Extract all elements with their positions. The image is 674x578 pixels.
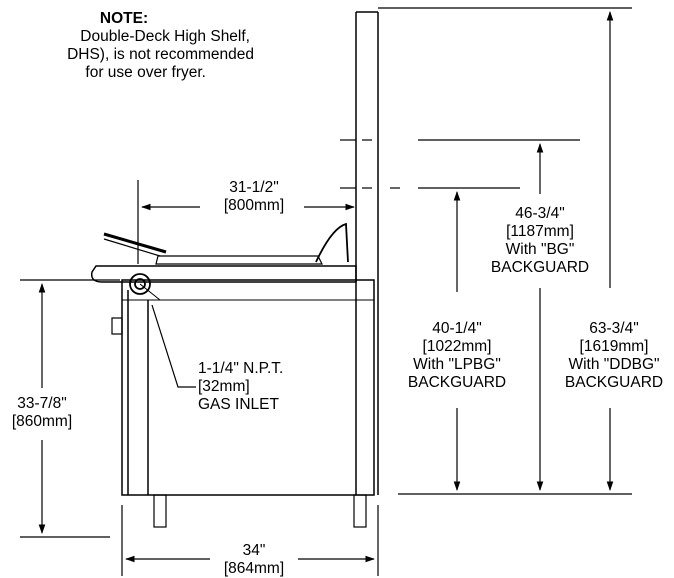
rear-leg [353,494,367,528]
fryer-cabinet [121,279,375,496]
width-dimension-label: 34" [864mm] [223,542,285,577]
lpbg-dimension-label: 40-1/4" [1022mm] With "LPBG" BACKGUARD [407,320,507,391]
front-leg [153,494,167,528]
note-line: Double-Deck High Shelf, [80,28,250,45]
depth-dimension-label: 31-1/2" [800mm] [223,179,285,214]
ddbg-dimension-label: 63-3/4" [1619mm] With "DDBG" BACKGUARD [564,320,664,391]
flue-riser [315,222,349,263]
gas-inlet-label: 1-1/4" N.P.T. [32mm] GAS INLET [198,360,284,413]
gas-inlet-leader [151,304,196,388]
note-block: NOTE: Double-Deck High Shelf, DHS), is n… [0,10,260,82]
gas-inlet-fitting [129,273,151,295]
height-dimension-label: 33-7/8" [860mm] [11,395,73,430]
note-line: for use over fryer. [85,64,206,81]
bg-dimension-label: 46-3/4" [1187mm] With "BG" BACKGUARD [490,205,590,276]
note-line: DHS), is not recommended [67,46,254,63]
note-title: NOTE: [99,10,149,27]
basket-handle [103,232,167,254]
